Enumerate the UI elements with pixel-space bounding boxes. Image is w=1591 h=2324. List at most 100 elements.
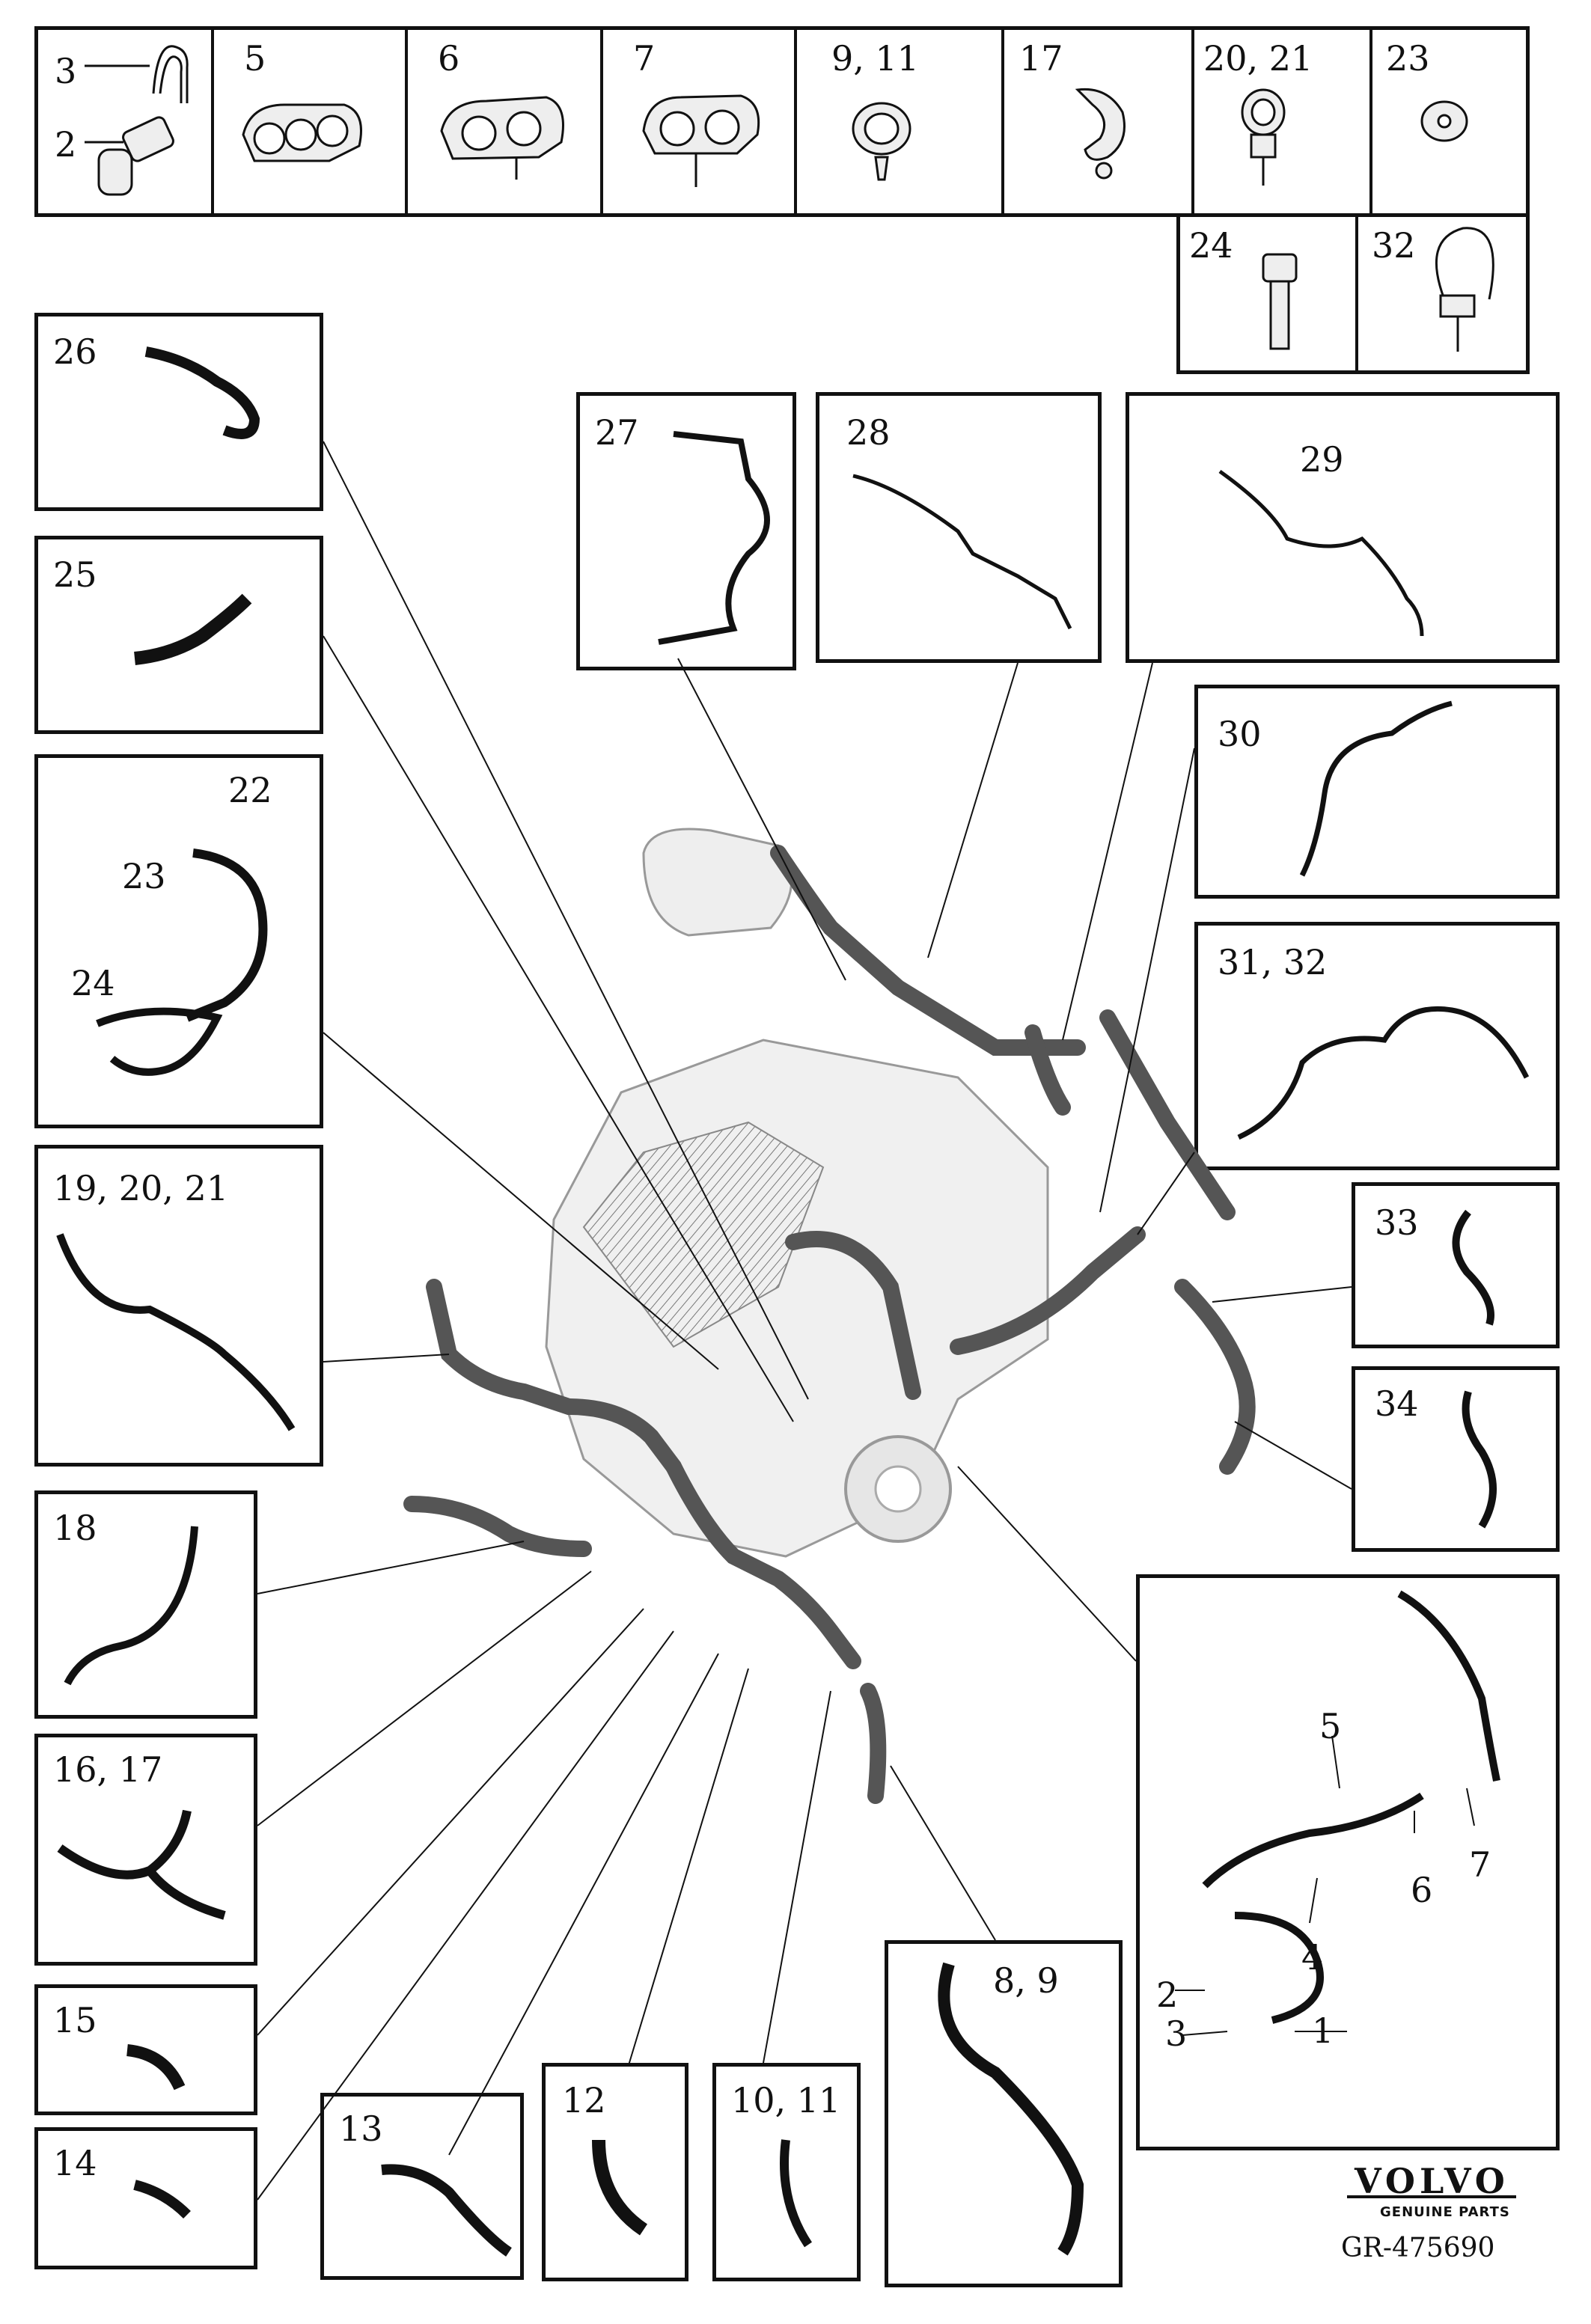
callout-label-22: 22 — [228, 770, 272, 810]
callout-leader-lines — [257, 441, 1352, 2201]
hook-clip-icon — [1075, 88, 1126, 180]
hose-clamp-bolt-icon — [642, 94, 760, 187]
callout-panel-34: 34 — [1352, 1366, 1560, 1552]
callout-label-27: 27 — [595, 412, 639, 453]
assembly-label-6: 6 — [1411, 1870, 1433, 1910]
hose-25-drawing — [134, 593, 252, 665]
callout-label-14: 14 — [53, 2143, 97, 2183]
callout-label-16-17: 16, 17 — [53, 1749, 163, 1790]
engine-block-drawing — [545, 828, 1049, 1558]
part-number-23: 23 — [1386, 38, 1430, 79]
callout-panel-33: 33 — [1352, 1182, 1560, 1348]
callout-panel-8-9: 8, 9 — [885, 1940, 1123, 2287]
hose-clamp-triple-icon — [242, 103, 362, 162]
parts-strip-lower: 24 32 — [1176, 213, 1530, 374]
hose-10-drawing — [780, 2139, 813, 2248]
callout-panel-29: 29 — [1126, 392, 1560, 663]
callout-label-19-20-21: 19, 20, 21 — [53, 1168, 229, 1208]
callout-panel-27: 27 — [576, 392, 796, 670]
hose-26-drawing — [144, 346, 260, 439]
bolt-icon — [1262, 253, 1298, 350]
part-cell-9-11: 9, 11 — [797, 30, 1004, 213]
hose-27-drawing — [658, 431, 770, 645]
hose-12-drawing — [592, 2139, 648, 2236]
hose-22-drawing — [185, 848, 268, 1022]
assembly-label-7: 7 — [1469, 1844, 1491, 1885]
torx-screw-icon — [1420, 100, 1468, 142]
part-number-5: 5 — [244, 38, 266, 79]
part-cell-7: 7 — [603, 30, 797, 213]
callout-label-34: 34 — [1375, 1383, 1419, 1424]
part-cell-6: 6 — [408, 30, 603, 213]
part-number-17: 17 — [1019, 38, 1063, 79]
harness-29-drawing — [1218, 469, 1424, 637]
callout-panel-12: 12 — [542, 2063, 688, 2281]
callout-label-31-32: 31, 32 — [1218, 942, 1328, 982]
part-cell-23: 23 — [1372, 30, 1530, 213]
hose-16-drawing — [57, 1809, 226, 1920]
callout-panel-25: 25 — [34, 536, 323, 734]
callout-panel-26: 26 — [34, 313, 323, 511]
callout-label-8-9: 8, 9 — [993, 1960, 1059, 2001]
callout-label-15: 15 — [53, 2000, 97, 2040]
assembly-label-2: 2 — [1156, 1975, 1179, 2015]
assembly-label-3: 3 — [1165, 2013, 1188, 2054]
brand-logo: VOLVO — [1355, 2161, 1509, 2201]
callout-panel-assembly: 5 6 7 4 2 3 1 — [1136, 1574, 1560, 2150]
hose-assembly-drawing — [1202, 1590, 1500, 2024]
assembly-leaders — [1175, 1735, 1475, 2036]
pipe-28-drawing — [852, 474, 1072, 630]
part-number-7: 7 — [633, 38, 656, 79]
part-number-9-11: 9, 11 — [831, 38, 920, 79]
callout-label-26: 26 — [53, 331, 97, 372]
callout-panel-14: 14 — [34, 2127, 257, 2269]
connector-fitting-icon — [85, 116, 174, 196]
callout-label-30: 30 — [1218, 714, 1262, 754]
callout-label-24: 24 — [71, 963, 115, 1003]
engine-hoses-drawing — [403, 845, 1256, 1804]
callout-label-25: 25 — [53, 554, 97, 595]
ring-clamp-icon — [852, 102, 911, 181]
part-cell-17: 17 — [1004, 30, 1194, 213]
part-cell-5: 5 — [214, 30, 408, 213]
callout-label-13: 13 — [339, 2109, 383, 2149]
callout-label-18: 18 — [53, 1508, 97, 1548]
part-number-20-21: 20, 21 — [1203, 38, 1313, 79]
part-cell-2-3: 3 2 — [38, 30, 214, 213]
callout-label-28: 28 — [846, 412, 891, 453]
part-number-24: 24 — [1189, 225, 1233, 266]
brand-tagline: GENUINE PARTS — [1380, 2204, 1510, 2220]
callout-panel-30: 30 — [1194, 685, 1560, 899]
hose-15-drawing — [126, 2044, 186, 2091]
callout-label-29: 29 — [1300, 439, 1344, 480]
part-cell-24: 24 — [1180, 217, 1358, 370]
hose-19-drawing — [56, 1233, 296, 1431]
loop-clip-bolt-icon — [1435, 227, 1494, 352]
hose-8-drawing — [938, 1962, 1084, 2256]
hose-13-drawing — [381, 2164, 512, 2257]
part-number-2: 2 — [55, 124, 77, 165]
callout-panel-13: 13 — [320, 2093, 524, 2280]
callout-panel-19-21: 19, 20, 21 — [34, 1145, 323, 1467]
hose-33-drawing — [1452, 1209, 1494, 1326]
hose-24-drawing — [96, 1007, 223, 1076]
callout-panel-16-17: 16, 17 — [34, 1734, 257, 1966]
hose-18-drawing — [64, 1526, 198, 1686]
ring-bolt-icon — [1241, 88, 1286, 186]
hose-30-drawing — [1299, 700, 1453, 877]
hose-14-drawing — [133, 2180, 191, 2219]
figure-reference-code: GR-475690 — [1341, 2233, 1495, 2263]
hose-clamp-double-icon — [440, 96, 564, 180]
assembly-label-5: 5 — [1319, 1706, 1342, 1746]
callout-panel-10-11: 10, 11 — [712, 2063, 861, 2281]
part-cell-20-21: 20, 21 — [1194, 30, 1372, 213]
callout-panel-28: 28 — [816, 392, 1102, 663]
part-number-6: 6 — [438, 38, 460, 79]
callout-label-23: 23 — [122, 856, 166, 896]
callout-label-33: 33 — [1375, 1202, 1419, 1243]
hose-31-drawing — [1237, 1006, 1530, 1140]
part-cell-32: 32 — [1358, 217, 1530, 370]
part-number-32: 32 — [1372, 225, 1416, 266]
